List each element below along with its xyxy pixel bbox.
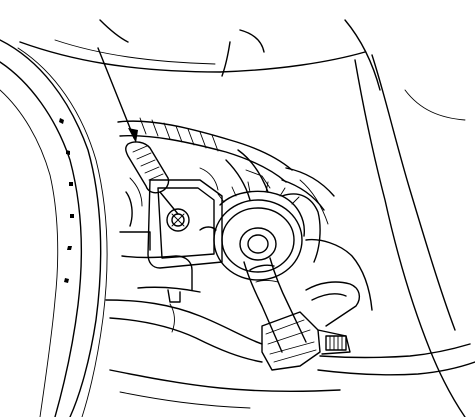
callout-arrow <box>97 47 138 143</box>
sensor-connector <box>125 141 179 215</box>
lower-arm <box>105 299 475 376</box>
stabilizer-link <box>299 179 373 327</box>
cv-joint <box>213 181 321 281</box>
axle-boot <box>261 311 351 371</box>
body-panel <box>19 19 466 417</box>
wiring-harness <box>117 117 293 201</box>
brake-disc <box>0 39 108 417</box>
mounting-bracket <box>147 179 223 269</box>
drive-shaft <box>243 257 307 353</box>
subframe <box>109 177 341 409</box>
upper-hose <box>199 167 335 211</box>
disc-vent-holes <box>59 118 74 283</box>
